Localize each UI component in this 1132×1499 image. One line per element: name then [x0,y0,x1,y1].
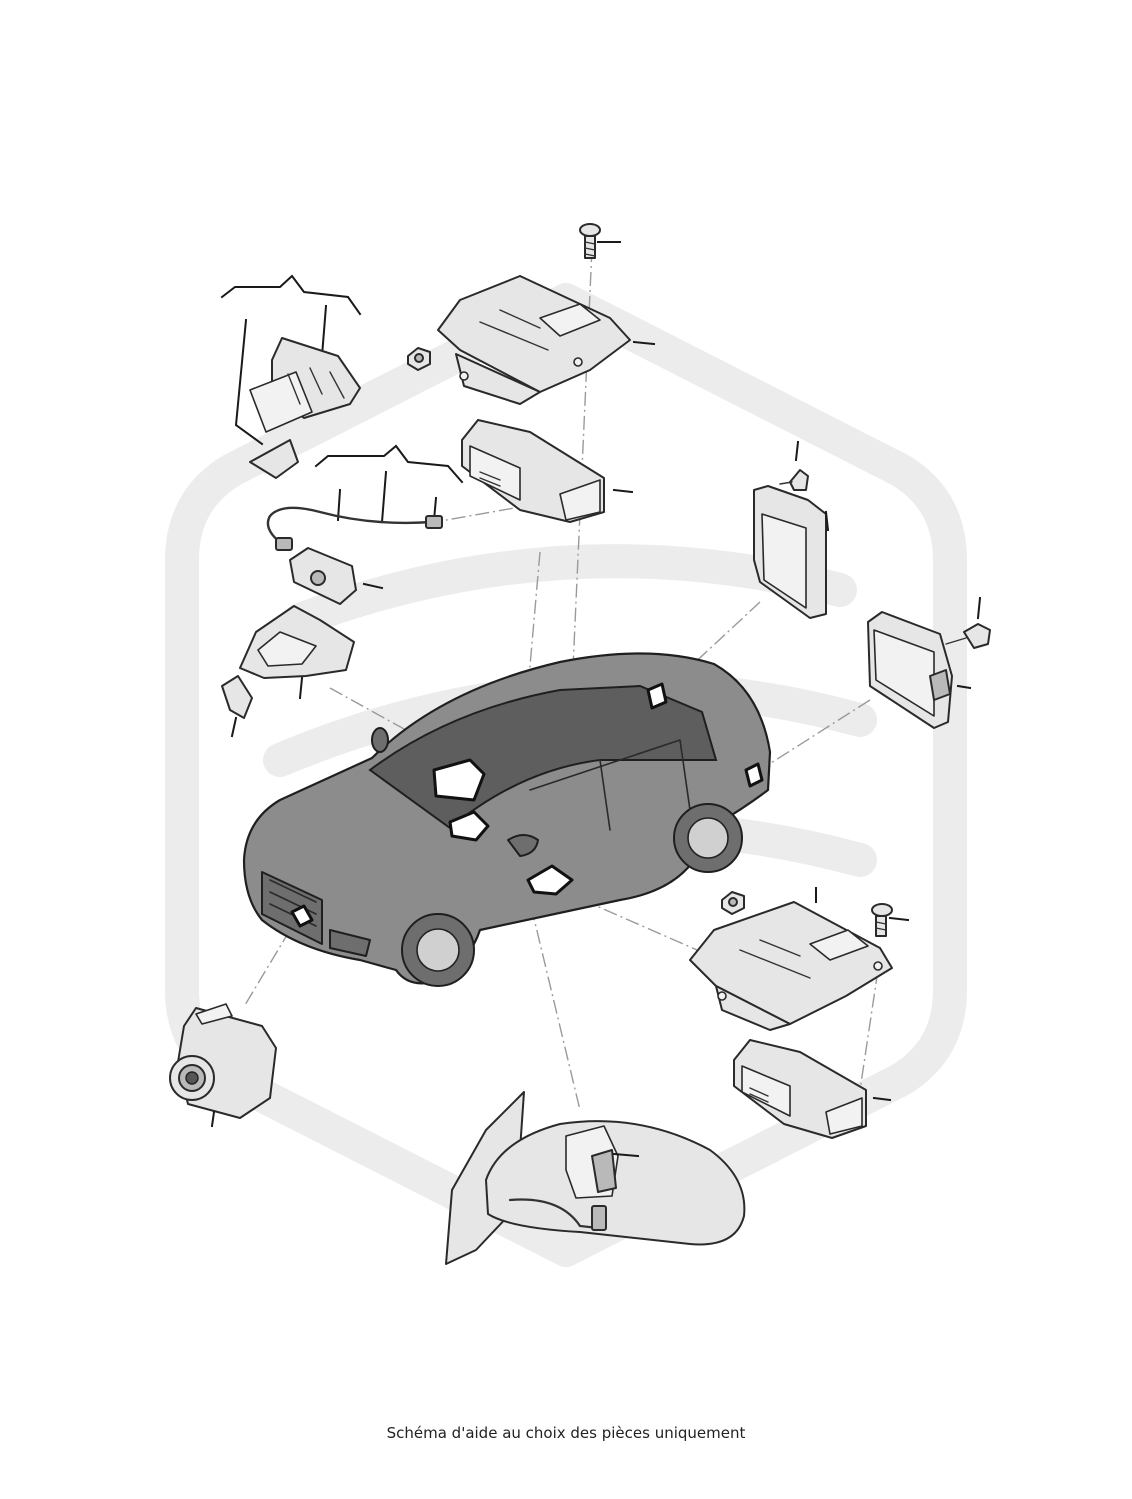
top-mounting-bracket[interactable] [407,275,656,405]
diagram-caption: Schéma d'aide au choix des pièces unique… [386,1424,746,1442]
lower-control-module[interactable] [733,1039,892,1139]
top-bolt[interactable] [579,223,621,259]
top-control-module[interactable] [461,419,634,523]
location-markers [290,682,764,928]
sensor-bracket-group[interactable] [220,274,362,479]
front-camera[interactable] [169,1003,277,1128]
side-mirror[interactable] [445,1091,746,1265]
right-lower-module[interactable] [867,596,991,729]
bottom-right-fasteners[interactable] [721,887,910,937]
right-upper-module[interactable] [753,440,830,619]
lower-mounting-bracket[interactable] [689,901,893,1031]
car-body [242,652,772,987]
camera-cable-group[interactable] [266,444,464,605]
windshield-cover[interactable] [221,605,355,738]
